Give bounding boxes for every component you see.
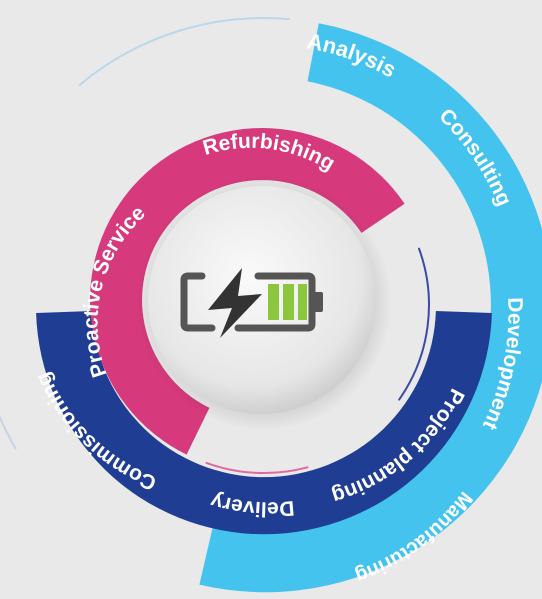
center-hub [148, 186, 376, 414]
middle-ring [36, 311, 492, 535]
battery-charging-icon [180, 268, 323, 338]
thin-arc-inner-bottom [205, 461, 309, 475]
outer-ring [199, 23, 542, 593]
decorative-arcs [0, 17, 430, 475]
thin-arc-top-left [78, 17, 290, 87]
inner-ring [90, 128, 405, 455]
thin-arc-left [0, 414, 17, 450]
thin-arc-inner-right [398, 247, 430, 401]
